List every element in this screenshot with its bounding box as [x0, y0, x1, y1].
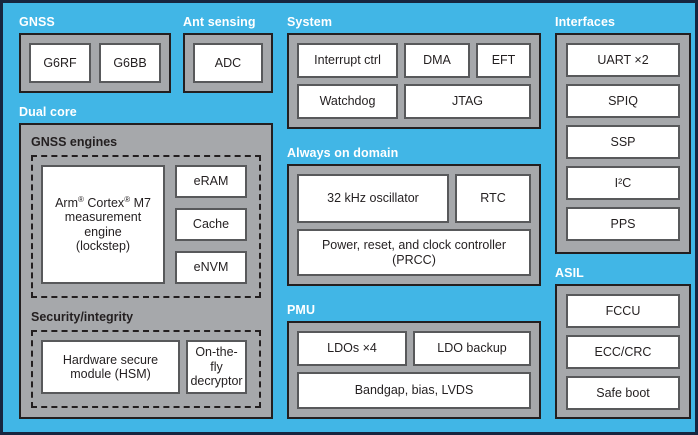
panel-gnss: G6RF G6BB: [19, 33, 171, 93]
block-uart[interactable]: UART ×2: [566, 43, 680, 77]
panel-asil: FCCU ECC/CRC Safe boot: [555, 284, 691, 419]
block-label: PPS: [610, 216, 636, 231]
block-label: Power, reset, and clock controller (PRCC…: [321, 238, 507, 267]
block-label: LDO backup: [437, 341, 507, 356]
block-label: ADC: [214, 55, 242, 70]
block-ssp[interactable]: SSP: [566, 125, 680, 159]
block-i2c[interactable]: I²C: [566, 166, 680, 200]
panel-interfaces: UART ×2 SPIQ SSP I²C PPS: [555, 33, 691, 254]
block-label: eRAM: [193, 174, 229, 189]
block-label: Interrupt ctrl: [314, 53, 381, 68]
subgroup-title-gnss-engines: GNSS engines: [31, 135, 118, 149]
group-title-system: System: [287, 15, 333, 29]
block-label: EFT: [491, 53, 516, 68]
block-ecc-crc[interactable]: ECC/CRC: [566, 335, 680, 369]
block-eram[interactable]: eRAM: [175, 165, 247, 198]
block-bandgap-bias-lvds[interactable]: Bandgap, bias, LVDS: [297, 372, 531, 409]
group-title-always-on-domain: Always on domain: [287, 146, 399, 160]
block-label: Cache: [192, 217, 230, 232]
block-ldos[interactable]: LDOs ×4: [297, 331, 407, 366]
panel-dual-core: GNSS engines Arm® Cortex® M7 measurement…: [19, 123, 273, 419]
block-label: RTC: [480, 191, 506, 206]
dashed-enclosure-gnss-engines: Arm® Cortex® M7 measurement engine (lock…: [31, 155, 261, 298]
group-title-asil: ASIL: [555, 266, 584, 280]
group-title-gnss: GNSS: [19, 15, 55, 29]
block-label: FCCU: [605, 303, 641, 318]
group-title-dual-core: Dual core: [19, 105, 77, 119]
group-title-interfaces: Interfaces: [555, 15, 616, 29]
block-cache[interactable]: Cache: [175, 208, 247, 241]
block-jtag[interactable]: JTAG: [404, 84, 531, 119]
block-spiq[interactable]: SPIQ: [566, 84, 680, 118]
block-label: UART ×2: [597, 52, 649, 67]
block-hardware-secure-module[interactable]: Hardware secure module (HSM): [41, 340, 180, 394]
block-interrupt-ctrl[interactable]: Interrupt ctrl: [297, 43, 398, 78]
block-on-the-fly-decryptor[interactable]: On-the-fly decryptor: [186, 340, 247, 394]
panel-system: Interrupt ctrl DMA EFT Watchdog JTAG: [287, 33, 541, 129]
dashed-enclosure-security-integrity: Hardware secure module (HSM) On-the-fly …: [31, 330, 261, 408]
block-dma[interactable]: DMA: [404, 43, 470, 78]
block-eft[interactable]: EFT: [476, 43, 531, 78]
panel-pmu: LDOs ×4 LDO backup Bandgap, bias, LVDS: [287, 321, 541, 419]
block-label: Bandgap, bias, LVDS: [354, 383, 474, 398]
block-label: G6BB: [113, 55, 147, 70]
block-rtc[interactable]: RTC: [455, 174, 531, 223]
subgroup-title-security-integrity: Security/integrity: [31, 310, 134, 324]
block-label: Hardware secure module (HSM): [62, 352, 159, 382]
block-arm-cortex-m7-measurement-engine[interactable]: Arm® Cortex® M7 measurement engine (lock…: [41, 165, 165, 284]
block-label: JTAG: [451, 94, 484, 109]
block-label: G6RF: [43, 55, 77, 70]
group-title-pmu: PMU: [287, 303, 316, 317]
block-label: eNVM: [193, 260, 229, 275]
block-envm[interactable]: eNVM: [175, 251, 247, 284]
block-fccu[interactable]: FCCU: [566, 294, 680, 328]
panel-ant-sensing: ADC: [183, 33, 273, 93]
block-label: 32 kHz oscillator: [327, 191, 419, 206]
block-label: Watchdog: [319, 94, 376, 109]
block-32khz-oscillator[interactable]: 32 kHz oscillator: [297, 174, 449, 223]
panel-always-on-domain: 32 kHz oscillator RTC Power, reset, and …: [287, 164, 541, 286]
block-g6rf[interactable]: G6RF: [29, 43, 91, 83]
group-title-ant-sensing: Ant sensing: [183, 15, 256, 29]
block-adc[interactable]: ADC: [193, 43, 263, 83]
block-label: Arm® Cortex® M7 measurement engine (lock…: [55, 194, 151, 253]
block-power-reset-clock-controller[interactable]: Power, reset, and clock controller (PRCC…: [297, 229, 531, 276]
block-label: SPIQ: [608, 93, 638, 108]
block-watchdog[interactable]: Watchdog: [297, 84, 398, 119]
block-pps[interactable]: PPS: [566, 207, 680, 241]
block-label: LDOs ×4: [327, 341, 377, 356]
block-label: DMA: [423, 53, 451, 68]
block-g6bb[interactable]: G6BB: [99, 43, 161, 83]
block-label: SSP: [610, 134, 636, 149]
block-label: On-the-fly decryptor: [190, 345, 243, 389]
block-ldo-backup[interactable]: LDO backup: [413, 331, 531, 366]
block-label: Safe boot: [596, 385, 650, 400]
block-safe-boot[interactable]: Safe boot: [566, 376, 680, 410]
block-label: ECC/CRC: [594, 344, 652, 359]
block-label: I²C: [614, 175, 632, 190]
